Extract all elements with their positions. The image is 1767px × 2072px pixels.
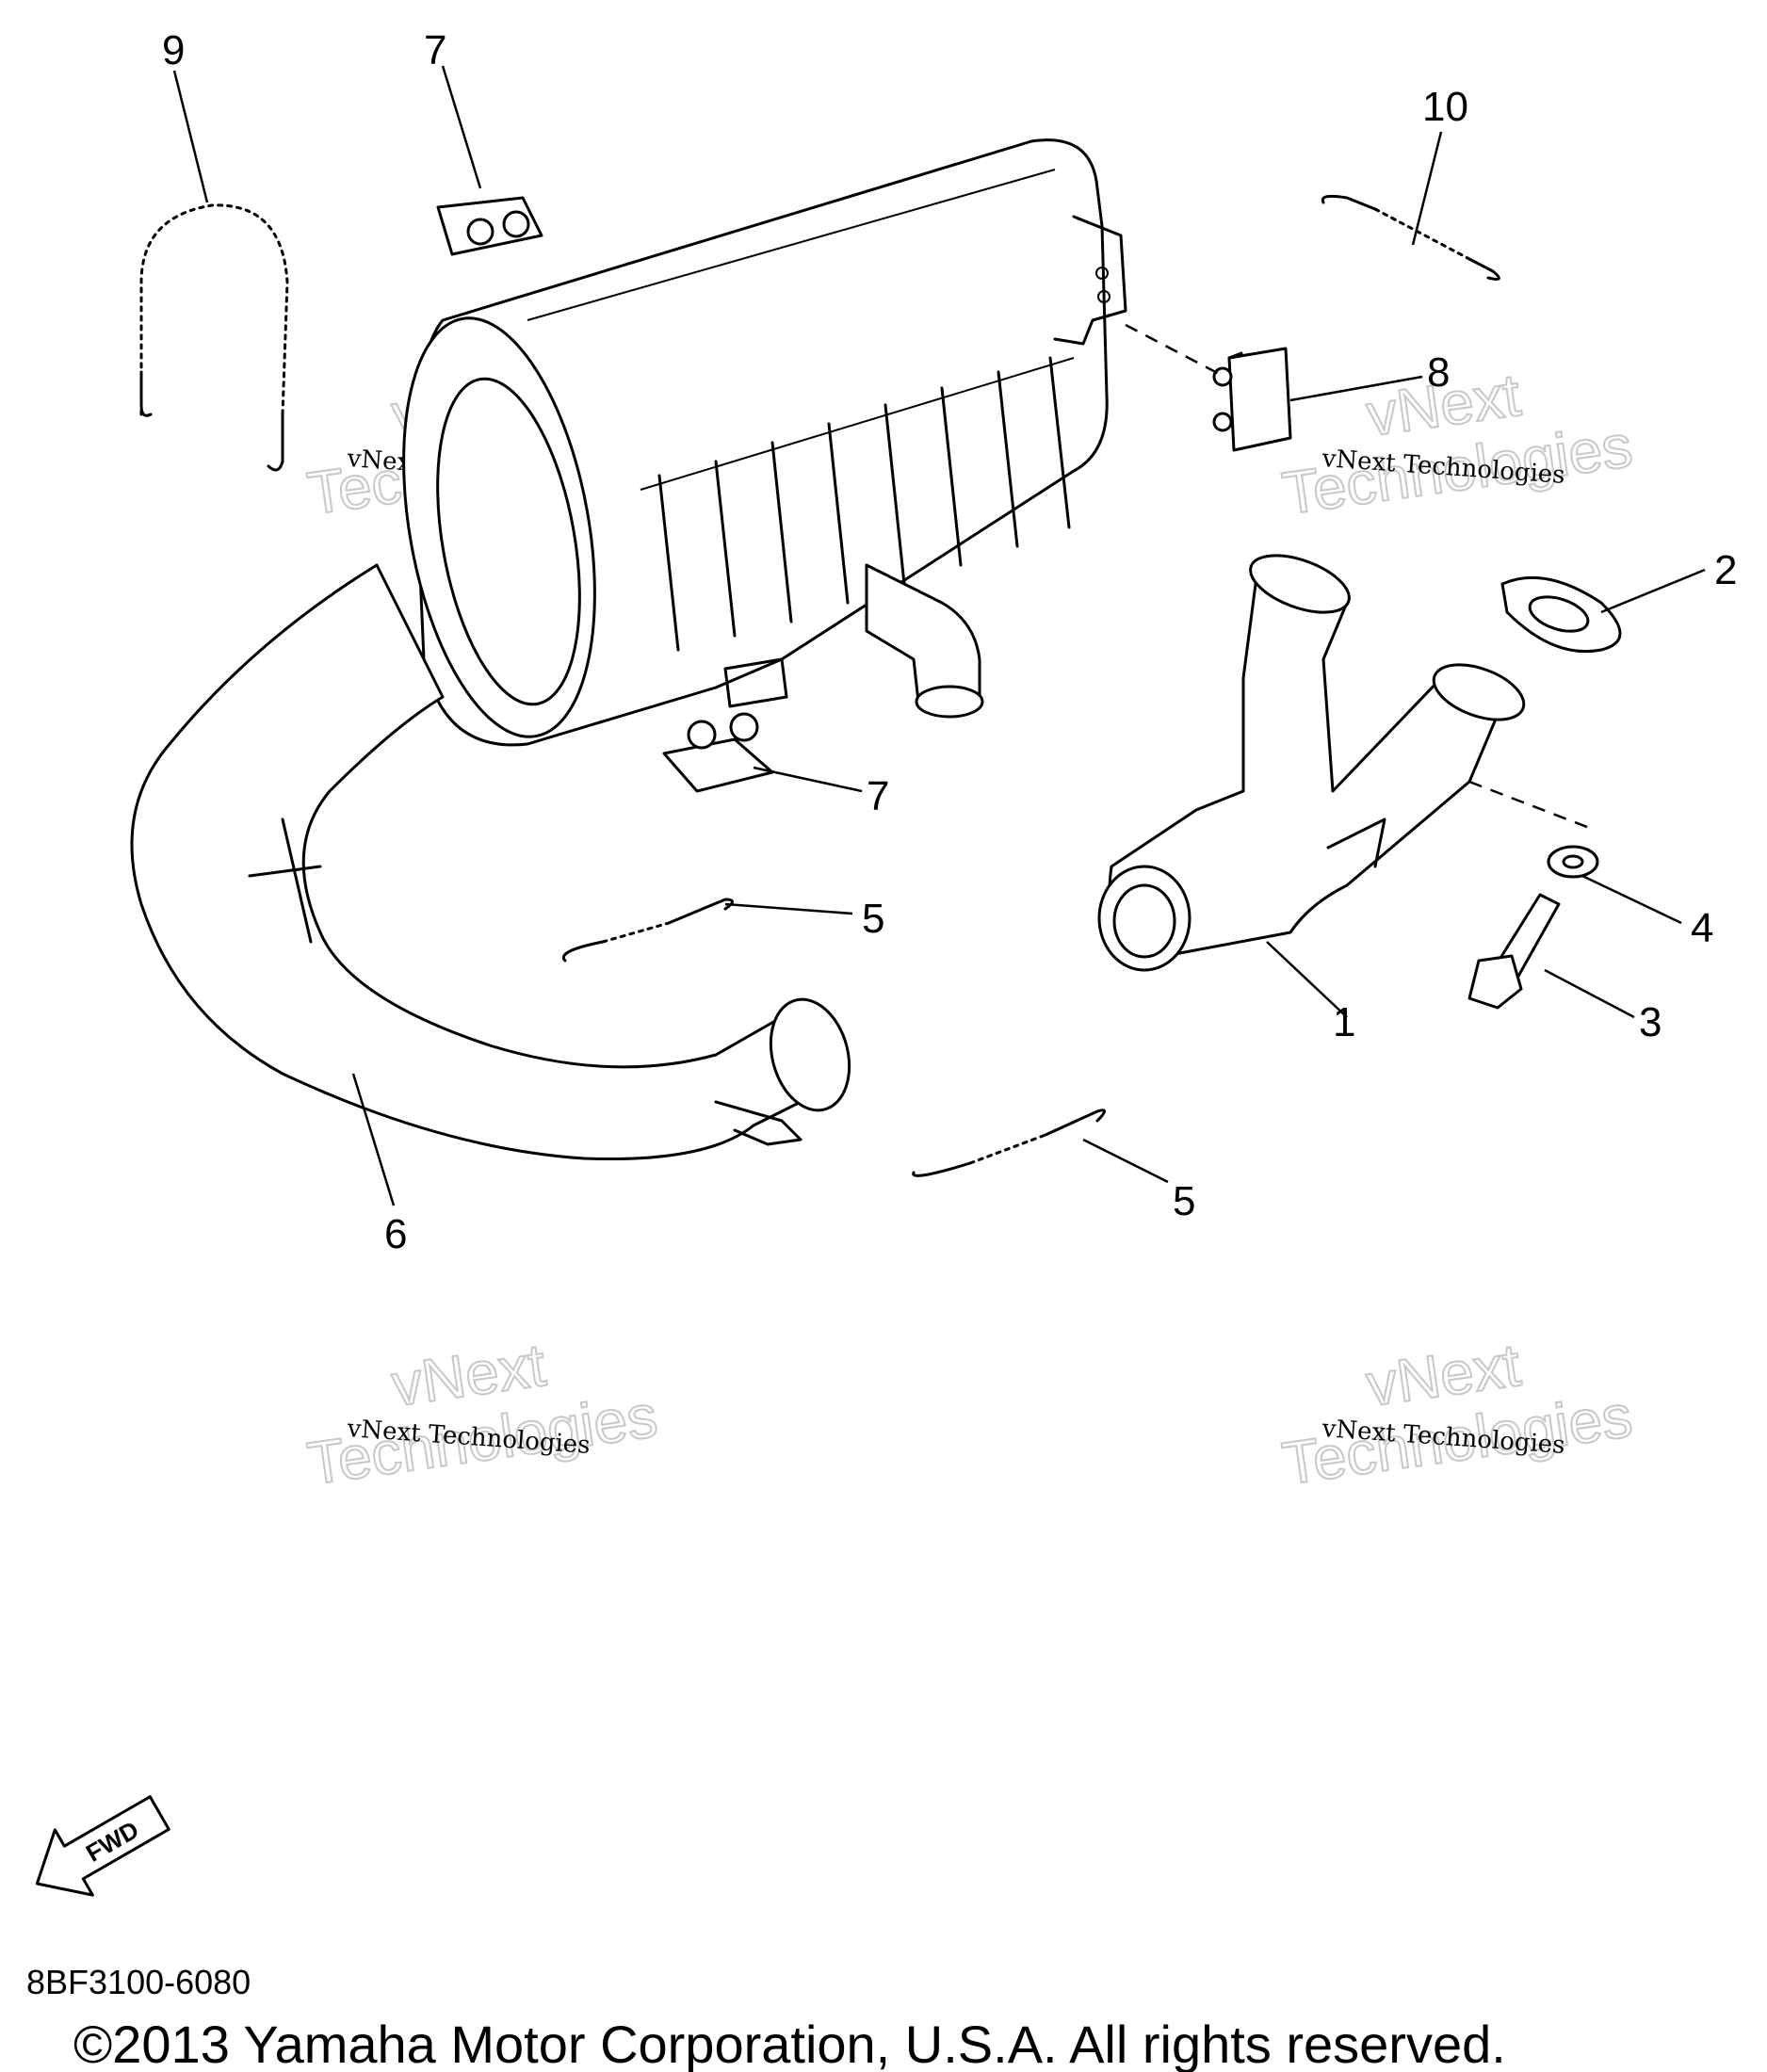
part-6-muffler-assembly — [130, 138, 1127, 1161]
watermark-bottom-left: vNext Technologies vNext Technologies — [302, 1330, 662, 1498]
watermark-bottom-right: vNext Technologies vNext Technologies — [1277, 1330, 1637, 1498]
alignment-line-4 — [1468, 780, 1593, 831]
part-3-bolt — [1467, 893, 1561, 1010]
diagram-code: 8BF3100-6080 — [26, 1963, 251, 2001]
callout-9: 9 — [162, 27, 185, 73]
part-8-pad — [1212, 347, 1292, 452]
part-4-washer — [1547, 845, 1599, 879]
copyright-notice: ©2013 Yamaha Motor Corporation, U.S.A. A… — [73, 2015, 1506, 2072]
callout-1: 1 — [1333, 999, 1355, 1045]
callout-6: 6 — [384, 1211, 407, 1257]
part-7-mount-top — [436, 196, 543, 256]
callout-8: 8 — [1427, 349, 1450, 396]
part-10-spring — [1321, 194, 1500, 281]
part-9-spring — [139, 203, 289, 472]
part-5-spring-lower — [912, 1109, 1106, 1177]
callout-7-middle: 7 — [867, 773, 889, 819]
callout-3: 3 — [1639, 999, 1662, 1045]
part-5-spring-upper — [561, 898, 734, 963]
part-2-gasket — [1500, 575, 1622, 654]
part-7-mount-middle — [662, 712, 774, 793]
leader-lines — [172, 65, 1706, 1206]
callout-2: 2 — [1714, 547, 1737, 593]
callout-5-lower: 5 — [1173, 1178, 1195, 1224]
watermark-top-right: vNext Technologies vNext Technologies — [1277, 360, 1637, 528]
callout-5-upper: 5 — [862, 896, 884, 942]
callout-4: 4 — [1691, 905, 1713, 951]
alignment-line-8 — [1125, 323, 1225, 379]
callout-7-top: 7 — [424, 27, 446, 73]
part-1-manifold — [1097, 554, 1526, 972]
callout-10: 10 — [1422, 84, 1468, 130]
fwd-arrow: FWD — [35, 1795, 170, 1897]
